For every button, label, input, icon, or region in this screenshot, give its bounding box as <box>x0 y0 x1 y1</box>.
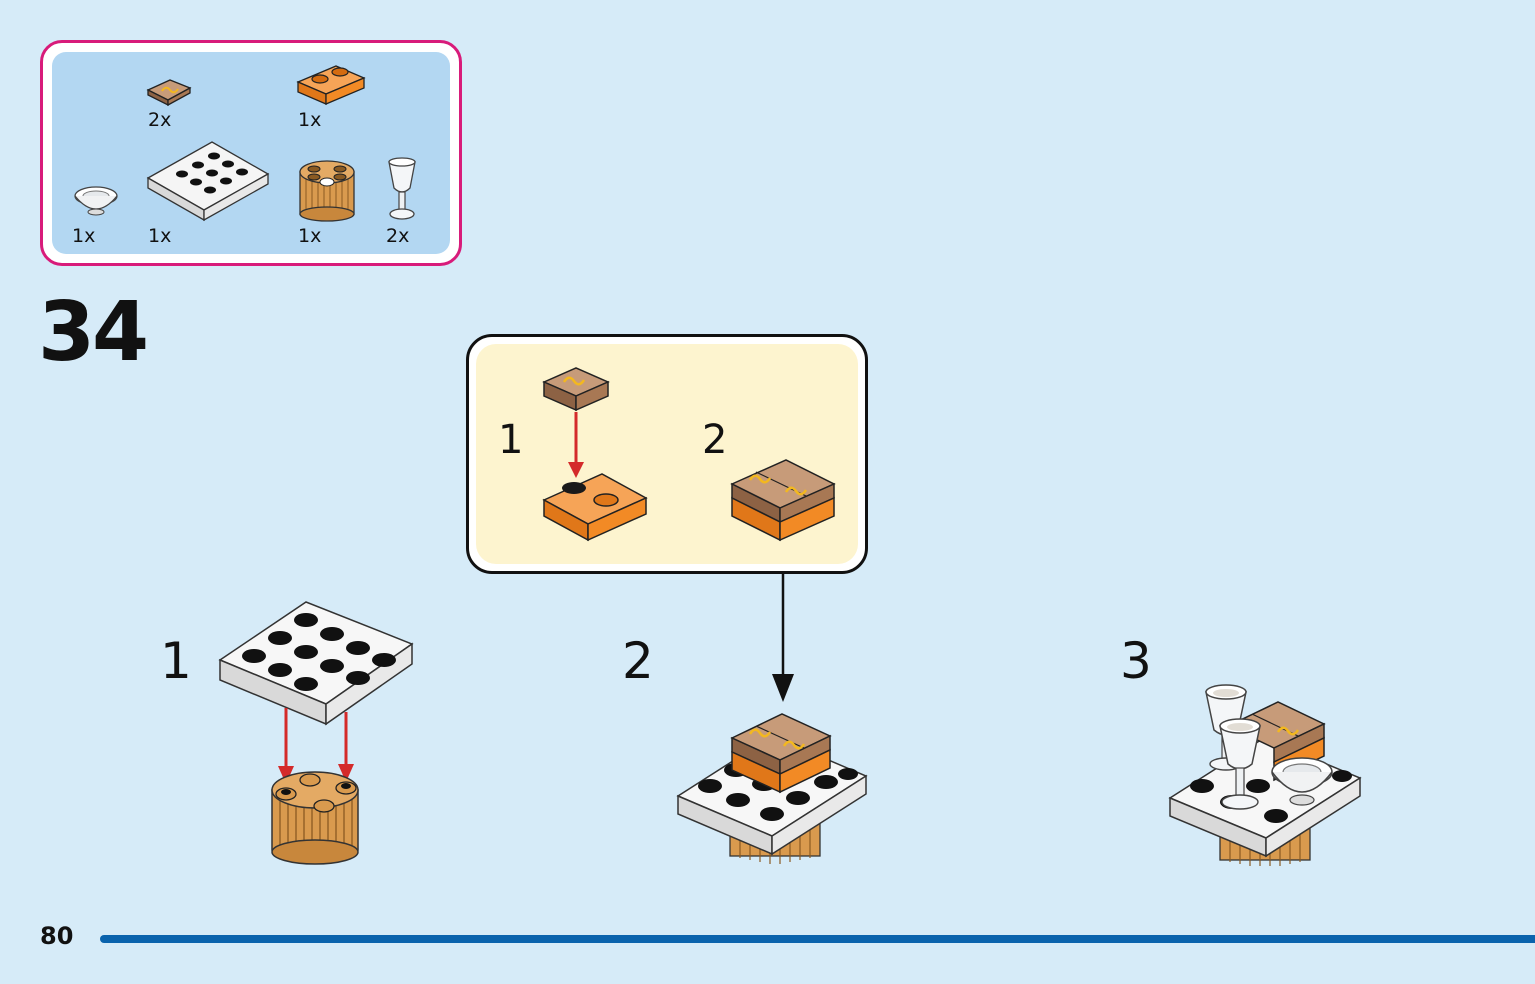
sub-step-1-round-brick-icon <box>271 771 359 865</box>
round-brick-part-icon <box>299 160 355 222</box>
dish-part-icon <box>74 186 118 216</box>
parts-qty-tile: 2x <box>148 109 172 131</box>
sub-step-2-assembly-icon <box>676 713 868 864</box>
callout-tile-icon <box>542 367 610 412</box>
sub-step-2-number: 2 <box>622 632 654 690</box>
tile-printed-part-icon <box>146 79 192 107</box>
parts-qty-round-brick: 1x <box>298 225 322 247</box>
parts-qty-plate-orange: 1x <box>298 109 322 131</box>
callout-red-arrow <box>568 412 584 478</box>
sub-step-1-plate-icon <box>218 601 414 726</box>
callout-connector-arrow <box>772 574 794 702</box>
sub-step-1-number: 1 <box>160 632 192 690</box>
parts-qty-plate-white: 1x <box>148 225 172 247</box>
parts-list-box <box>40 40 462 266</box>
footer-rule <box>100 935 1535 943</box>
parts-qty-goblet: 2x <box>386 225 410 247</box>
parts-list-background <box>52 52 450 254</box>
callout-orange-plate-icon <box>542 473 648 542</box>
sub-step-1-red-arrows <box>278 708 354 784</box>
callout-step-1: 1 <box>498 417 524 463</box>
callout-step-2: 2 <box>702 417 728 463</box>
goblet-part-icon <box>388 157 416 220</box>
parts-qty-dish: 1x <box>72 225 96 247</box>
orange-plate-part-icon <box>296 65 366 105</box>
callout-assembly-icon <box>730 459 836 542</box>
sub-step-3-assembly-icon <box>1168 684 1362 866</box>
page-number: 80 <box>40 922 74 950</box>
white-plate-part-icon <box>146 141 270 222</box>
sub-step-3-number: 3 <box>1120 632 1152 690</box>
step-number: 34 <box>38 285 149 380</box>
